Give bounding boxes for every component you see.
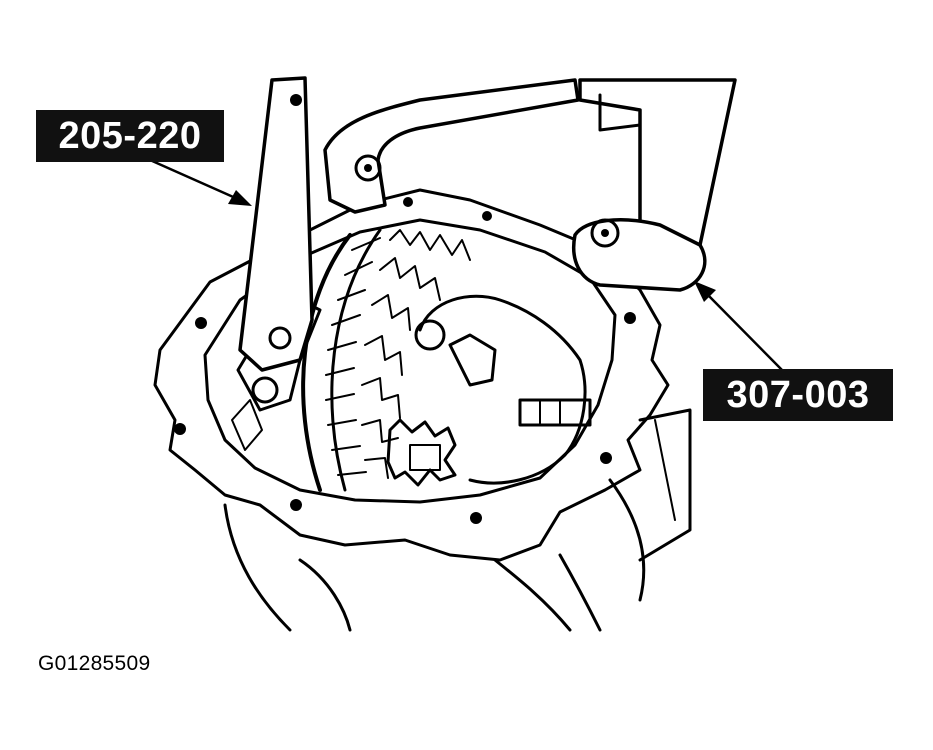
axle-housing-body bbox=[223, 408, 692, 632]
housing-opening bbox=[203, 218, 617, 504]
ring-gear bbox=[301, 228, 471, 492]
callout-tool-307-003: 307-003 bbox=[703, 369, 893, 421]
differential-case bbox=[386, 294, 592, 487]
housing-flange bbox=[153, 188, 670, 562]
leader-arrow-205-220 bbox=[148, 158, 252, 206]
tool-205-220-bar bbox=[238, 76, 314, 372]
flange-bolt-holes bbox=[174, 197, 636, 524]
tool-307-003-bracket bbox=[323, 78, 737, 292]
figure-id-label: G01285509 bbox=[38, 652, 151, 675]
callout-tool-205-220: 205-220 bbox=[36, 110, 224, 162]
leader-arrow-307-003 bbox=[694, 281, 784, 372]
